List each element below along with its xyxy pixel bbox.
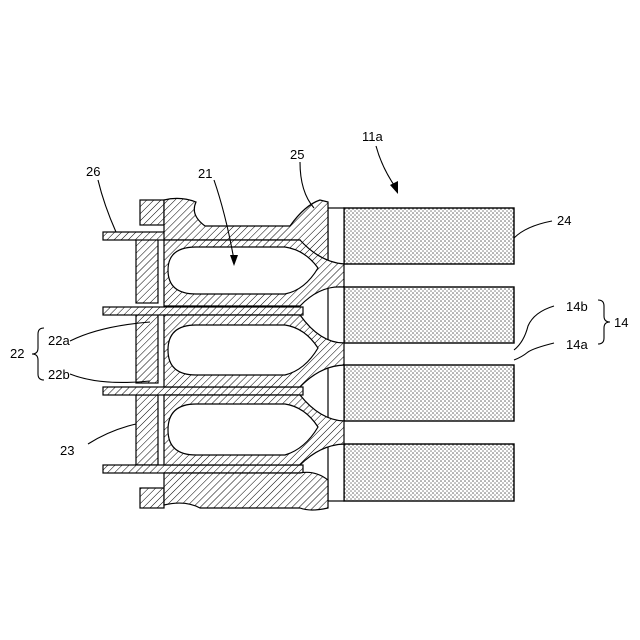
label-22: 22 [10,346,24,361]
labels: 26 21 25 11a 24 14b 14a 14 22a 22b 22 23 [10,129,628,458]
label-23: 23 [60,443,74,458]
frame-23 [136,200,164,508]
blocks [344,208,514,501]
label-25: 25 [290,147,304,162]
block-3 [344,365,514,421]
block-4 [344,444,514,501]
label-14: 14 [614,315,628,330]
label-26: 26 [86,164,100,179]
label-11a: 11a [362,129,383,144]
label-24: 24 [557,213,571,228]
label-21: 21 [198,166,212,181]
block-1 [344,208,514,264]
label-14a: 14a [566,337,588,352]
leader-lines [32,146,610,444]
label-22b: 22b [48,367,70,382]
block-2 [344,287,514,343]
cavities [168,247,318,455]
label-22a: 22a [48,333,70,348]
label-14b: 14b [566,299,588,314]
